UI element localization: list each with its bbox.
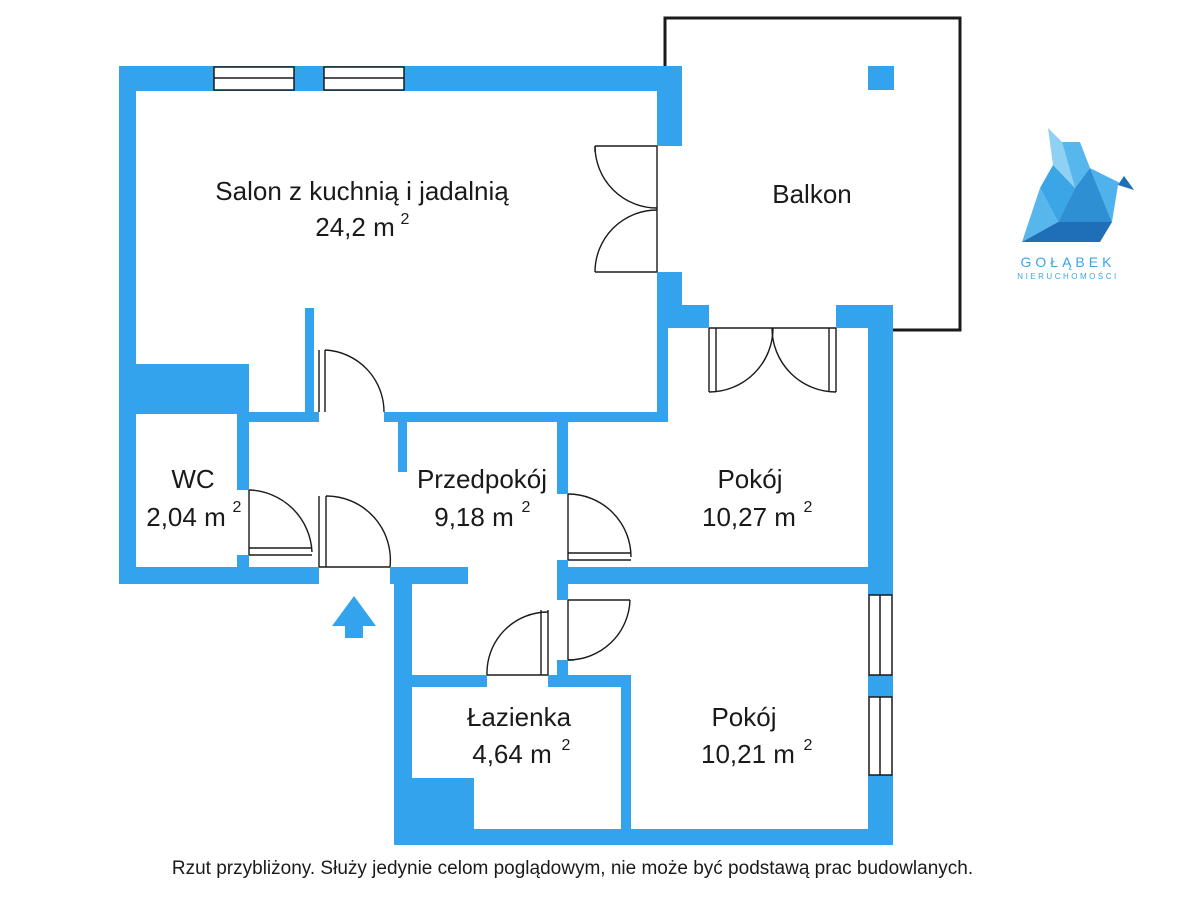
door-pokoj2 xyxy=(567,599,631,661)
room-area-lazienka: 4,64 m xyxy=(472,739,552,769)
room-area-przedpokoj: 9,18 m xyxy=(434,502,514,532)
door-wc xyxy=(248,489,313,556)
windows xyxy=(213,66,893,776)
room-name-balkon: Balkon xyxy=(772,179,852,209)
room-area-sup-pokoj2: 2 xyxy=(804,737,813,754)
room-area-sup-przedpokoj: 2 xyxy=(522,499,531,516)
doors xyxy=(248,145,837,676)
window-pokoj2-1 xyxy=(868,594,893,676)
room-area-sup-salon: 2 xyxy=(401,211,410,228)
door-entrance xyxy=(318,495,392,568)
window-salon-1 xyxy=(213,66,295,91)
door-pokoj1 xyxy=(567,493,632,561)
room-name-salon: Salon z kuchnią i jadalnią xyxy=(215,176,509,206)
door-pokoj1-balcony xyxy=(708,327,837,393)
disclaimer-text: Rzut przybliżony. Służy jedynie celom po… xyxy=(171,858,974,879)
entrance-arrow-icon xyxy=(332,596,376,638)
logo-name: GOŁĄBEK xyxy=(1021,254,1116,270)
room-area-salon: 24,2 m xyxy=(315,212,395,242)
room-labels: Salon z kuchnią i jadalnią 24,2 m 2 Balk… xyxy=(146,176,852,769)
logo-subtitle: NIERUCHOMOŚCI xyxy=(1017,272,1118,281)
door-salon xyxy=(318,349,385,413)
room-area-wc: 2,04 m xyxy=(146,502,226,532)
room-area-pokoj1: 10,27 m xyxy=(702,502,796,532)
walls xyxy=(119,66,893,845)
room-name-wc: WC xyxy=(171,464,214,494)
room-name-pokoj1: Pokój xyxy=(717,464,782,494)
room-area-sup-lazienka: 2 xyxy=(562,737,571,754)
room-name-pokoj2: Pokój xyxy=(711,702,776,732)
room-name-lazienka: Łazienka xyxy=(467,702,572,732)
balcony-post xyxy=(868,66,894,90)
door-lazienka xyxy=(486,610,549,676)
room-name-przedpokoj: Przedpokój xyxy=(417,464,547,494)
room-area-sup-wc: 2 xyxy=(233,499,242,516)
door-salon-balcony xyxy=(594,145,658,273)
window-salon-2 xyxy=(323,66,405,91)
window-pokoj2-2 xyxy=(868,696,893,776)
room-area-sup-pokoj1: 2 xyxy=(804,499,813,516)
logo: GOŁĄBEK NIERUCHOMOŚCI xyxy=(1017,128,1134,281)
room-area-pokoj2: 10,21 m xyxy=(701,739,795,769)
balcony-outline xyxy=(663,16,962,332)
origami-dove-icon xyxy=(1022,128,1134,242)
